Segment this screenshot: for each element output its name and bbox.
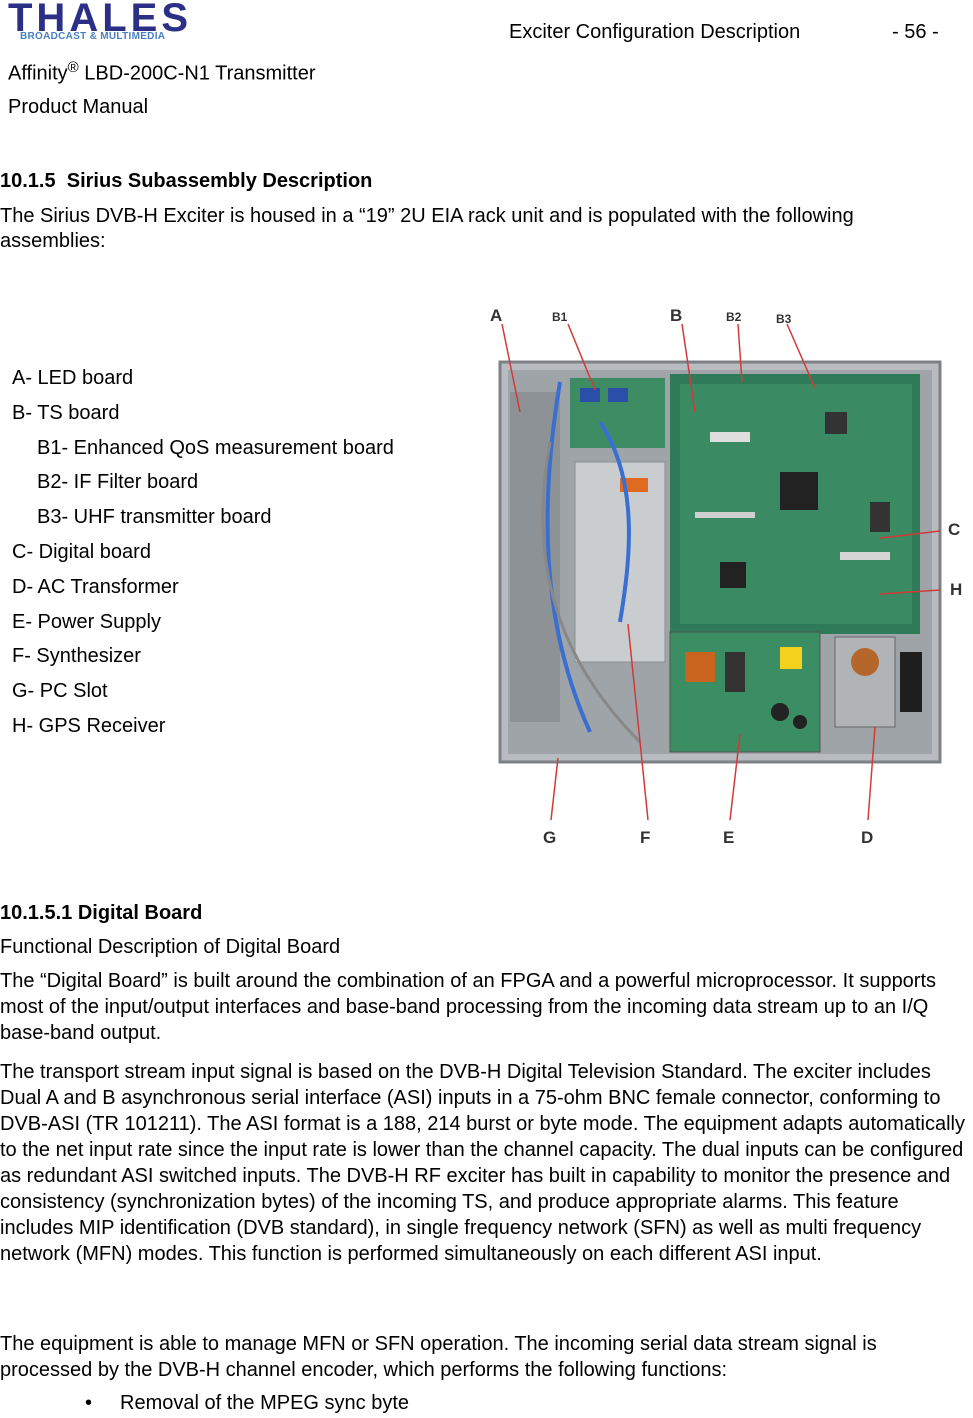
product-suffix: LBD-200C-N1 Transmitter <box>78 62 316 85</box>
section-intro: The Sirius DVB-H Exciter is housed in a … <box>0 205 854 252</box>
callout-label: G <box>543 828 557 847</box>
paragraph: The equipment is able to manage MFN or S… <box>0 1333 877 1381</box>
callout-label: B2 <box>726 310 742 324</box>
legend-item: B1- Enhanced QoS measurement board <box>37 437 394 459</box>
subsection-heading: 10.1.5.1 Digital Board <box>0 902 203 924</box>
callout-label: E <box>723 828 735 847</box>
bullet-icon: • <box>85 1392 93 1414</box>
thales-logo: THALES BROADCAST & MULTIMEDIA <box>8 0 234 44</box>
paragraph: The “Digital Board” is built around the … <box>0 970 937 1044</box>
registered-mark: ® <box>67 59 79 76</box>
callout-label: A <box>490 306 503 325</box>
paragraph: The transport stream input signal is bas… <box>0 1061 965 1265</box>
legend-item: B- TS board <box>12 402 120 424</box>
section-heading: 10.1.5 Sirius Subassembly Description <box>0 170 372 193</box>
legend-item: B3- UHF transmitter board <box>37 506 272 528</box>
logo-wordmark: THALES <box>8 0 192 40</box>
subsection-subtitle: Functional Description of Digital Board <box>0 936 341 958</box>
legend-item: F- Synthesizer <box>12 645 141 667</box>
callout-label: C <box>948 520 961 539</box>
callout-label: D <box>861 828 874 847</box>
manual-label: Product Manual <box>8 96 149 118</box>
section-number: 10.1.5 <box>0 170 56 192</box>
section-title: Sirius Subassembly Description <box>66 170 373 192</box>
exciter-photo: A B1 B B2 B3 C H G F E D <box>480 302 970 862</box>
page-number: - 56 - <box>892 21 939 43</box>
legend-item: H- GPS Receiver <box>12 715 166 737</box>
legend-item: C- Digital board <box>12 541 151 563</box>
legend-item: B2- IF Filter board <box>37 471 199 493</box>
legend-item: G- PC Slot <box>12 680 108 702</box>
callout-label: B1 <box>552 310 568 324</box>
callout-label: B3 <box>776 312 792 326</box>
legend-item: E- Power Supply <box>12 611 161 633</box>
callout-label: F <box>640 828 651 847</box>
exciter-illustration <box>498 323 942 821</box>
document-title: Exciter Configuration Description <box>509 21 801 43</box>
product-prefix: Affinity <box>8 62 68 85</box>
logo-subtext: BROADCAST & MULTIMEDIA <box>20 31 166 42</box>
list-item-text: Removal of the MPEG sync byte <box>120 1392 410 1414</box>
product-name: Affinity® LBD-200C-N1 Transmitter <box>8 59 315 86</box>
callout-label: H <box>950 580 963 599</box>
legend-item: A- LED board <box>12 367 134 389</box>
legend-item: D- AC Transformer <box>12 576 179 598</box>
callout-label: B <box>670 306 683 325</box>
